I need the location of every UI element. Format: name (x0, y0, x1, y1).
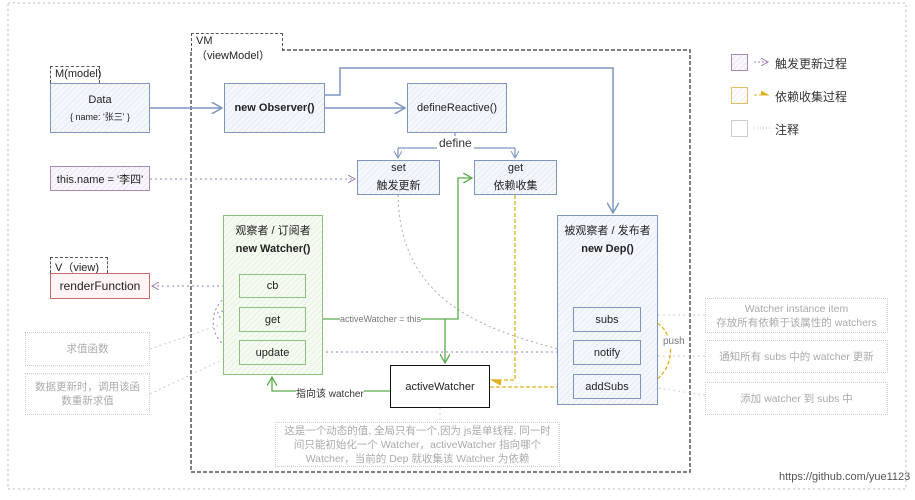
observer-box: new Observer() (224, 83, 325, 133)
dep-role: 被观察者 / 发布者 (564, 225, 651, 237)
define-reactive-box: defineReactive() (407, 83, 507, 133)
note-active-watcher: 这是一个动态的值, 全局只有一个,因为 js是单线程, 同一时间只能初始化一个 … (275, 422, 560, 467)
credit-link[interactable]: https://github.com/yue1123 (779, 471, 911, 483)
point-to-watcher-label: 指向该 watcher (296, 385, 364, 400)
note-getter-fn: 求值函数 (25, 332, 150, 366)
getter-box: get 依赖收集 (474, 160, 557, 195)
setter-box: set 触发更新 (357, 160, 440, 195)
data-box: Data { name: '张三' } (50, 83, 150, 133)
watcher-get: get (239, 307, 306, 332)
push-label: push (663, 336, 685, 347)
render-function-box: renderFunction (50, 273, 150, 299)
note-update-fn: 数据更新时，调用该函数重新求值 (25, 373, 150, 415)
vm-border (190, 49, 691, 473)
legend-label-update: 触发更新过程 (775, 57, 848, 71)
note-addsubs: 添加 watcher 到 subs 中 (705, 382, 888, 415)
setter-desc: 触发更新 (376, 180, 421, 192)
dep-addsubs: addSubs (573, 374, 641, 399)
note-subs-line1: Watcher instance item (744, 302, 849, 315)
legend-label-note: 注释 (775, 123, 800, 137)
dep-subs: subs (573, 307, 641, 332)
note-notify: 通知所有 subs 中的 watcher 更新 (705, 340, 888, 373)
legend-label-collect: 依赖收集过程 (775, 90, 848, 104)
dep-title: new Dep() (581, 243, 634, 255)
outer-border (7, 2, 907, 490)
view-label: V（view) (50, 257, 108, 274)
legend-swatch-note (731, 120, 748, 137)
assignment-box: this.name = '李四' (50, 166, 150, 191)
data-value: { name: '张三' } (70, 111, 130, 122)
getter-desc: 依赖收集 (493, 180, 538, 192)
getter-title: get (507, 162, 524, 174)
watcher-update: update (239, 340, 306, 365)
note-subs: Watcher instance item 存放所有依赖于该属性的 watche… (705, 298, 888, 333)
watcher-title: new Watcher() (235, 243, 311, 255)
active-watcher-assign-label: activeWatcher = this (340, 314, 421, 324)
legend-swatch-collect (731, 87, 748, 104)
define-label: define (437, 136, 474, 150)
model-label: M(model) (50, 66, 101, 83)
data-title: Data (88, 93, 112, 106)
legend-swatch-update (731, 54, 748, 71)
note-subs-line2: 存放所有依赖于该属性的 watchers (716, 316, 877, 329)
watcher-cb: cb (239, 274, 306, 298)
vm-label: VM（viewModel） (191, 33, 283, 62)
active-watcher-box: activeWatcher (390, 365, 490, 408)
setter-title: set (391, 162, 406, 174)
dep-notify: notify (573, 340, 641, 365)
watcher-role: 观察者 / 订阅者 (235, 225, 311, 237)
